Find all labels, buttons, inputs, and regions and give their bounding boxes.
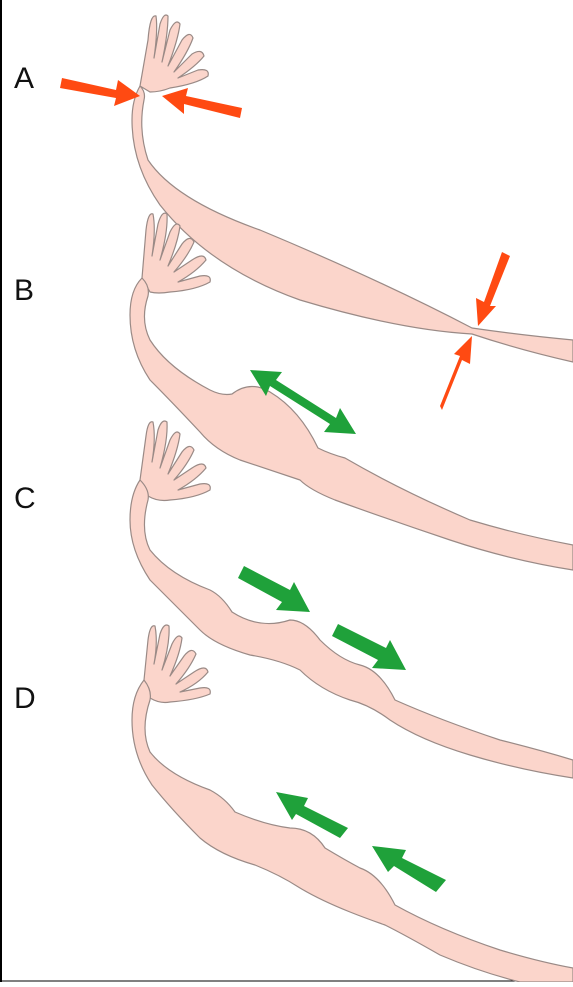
fimbriae-a <box>140 15 208 92</box>
green-arrow-c-1 <box>238 566 310 612</box>
fimbriae-c <box>140 421 210 501</box>
tube-b <box>130 213 573 570</box>
tube-body-c <box>130 480 573 778</box>
tube-body-b <box>130 278 573 570</box>
red-arrow-up <box>440 336 472 410</box>
label-b: B <box>14 276 34 306</box>
tube-a <box>132 15 573 362</box>
red-arrow-a-right <box>162 88 242 118</box>
tube-body-d <box>132 680 573 982</box>
fimbriae-d <box>144 625 210 703</box>
tube-body-a <box>132 86 573 362</box>
red-arrow-down <box>476 252 510 326</box>
label-c: C <box>14 484 36 514</box>
label-d: D <box>14 684 36 714</box>
red-arrow-a-left <box>60 78 140 106</box>
label-a: A <box>14 64 34 94</box>
